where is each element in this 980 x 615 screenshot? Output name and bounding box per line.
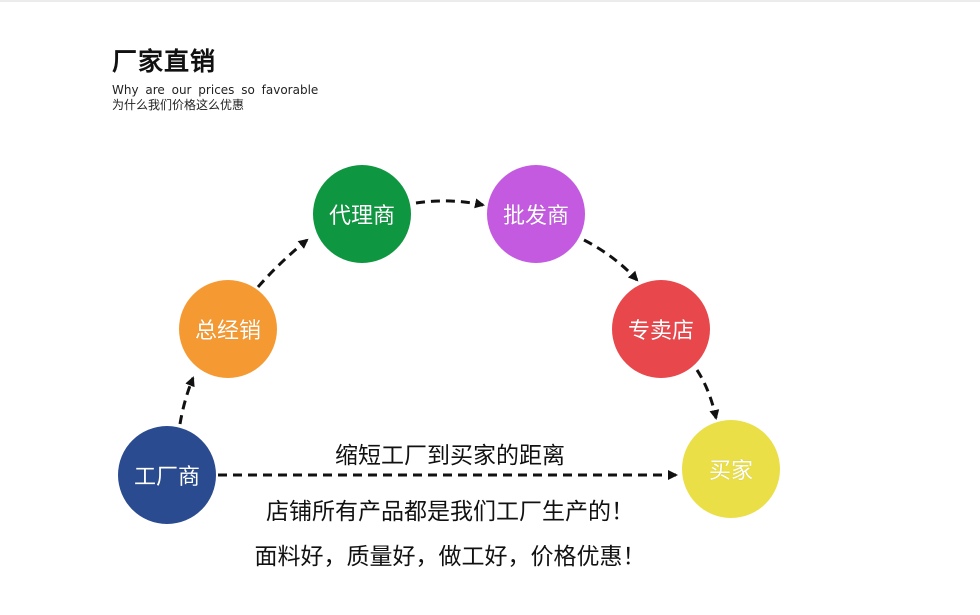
node-distributor: 总经销	[179, 280, 277, 378]
node-store-label: 专卖店	[627, 319, 694, 344]
arrow-store-to-buyer	[695, 369, 720, 420]
node-wholesaler-label: 批发商	[502, 204, 569, 229]
node-factory-label: 工厂商	[133, 465, 200, 490]
arrow-agent-to-wholesaler	[415, 198, 485, 209]
subtitle-english: Why are our prices so favorable	[112, 83, 319, 97]
subtitle-chinese: 为什么我们价格这么优惠	[112, 98, 245, 112]
node-agent: 代理商	[313, 165, 411, 263]
node-distributor-label: 总经销	[194, 319, 261, 344]
caption-quality-price: 面料好，质量好，做工好，价格优惠！	[254, 544, 646, 570]
node-factory: 工厂商	[118, 426, 216, 524]
node-wholesaler: 批发商	[487, 165, 585, 263]
caption-shorten-distance: 缩短工厂到买家的距离	[335, 443, 565, 469]
arrow-distributor-to-agent	[256, 238, 309, 288]
node-agent-label: 代理商	[328, 204, 395, 229]
page-title: 厂家直销	[112, 47, 217, 76]
top-border	[0, 0, 980, 2]
arrow-wholesaler-to-store	[583, 238, 639, 282]
node-store: 专卖店	[612, 280, 710, 378]
node-buyer-label: 买家	[708, 459, 753, 484]
node-buyer: 买家	[682, 420, 780, 518]
arrow-factory-to-distributor	[178, 376, 195, 425]
caption-own-factory: 店铺所有产品都是我们工厂生产的！	[266, 499, 634, 525]
